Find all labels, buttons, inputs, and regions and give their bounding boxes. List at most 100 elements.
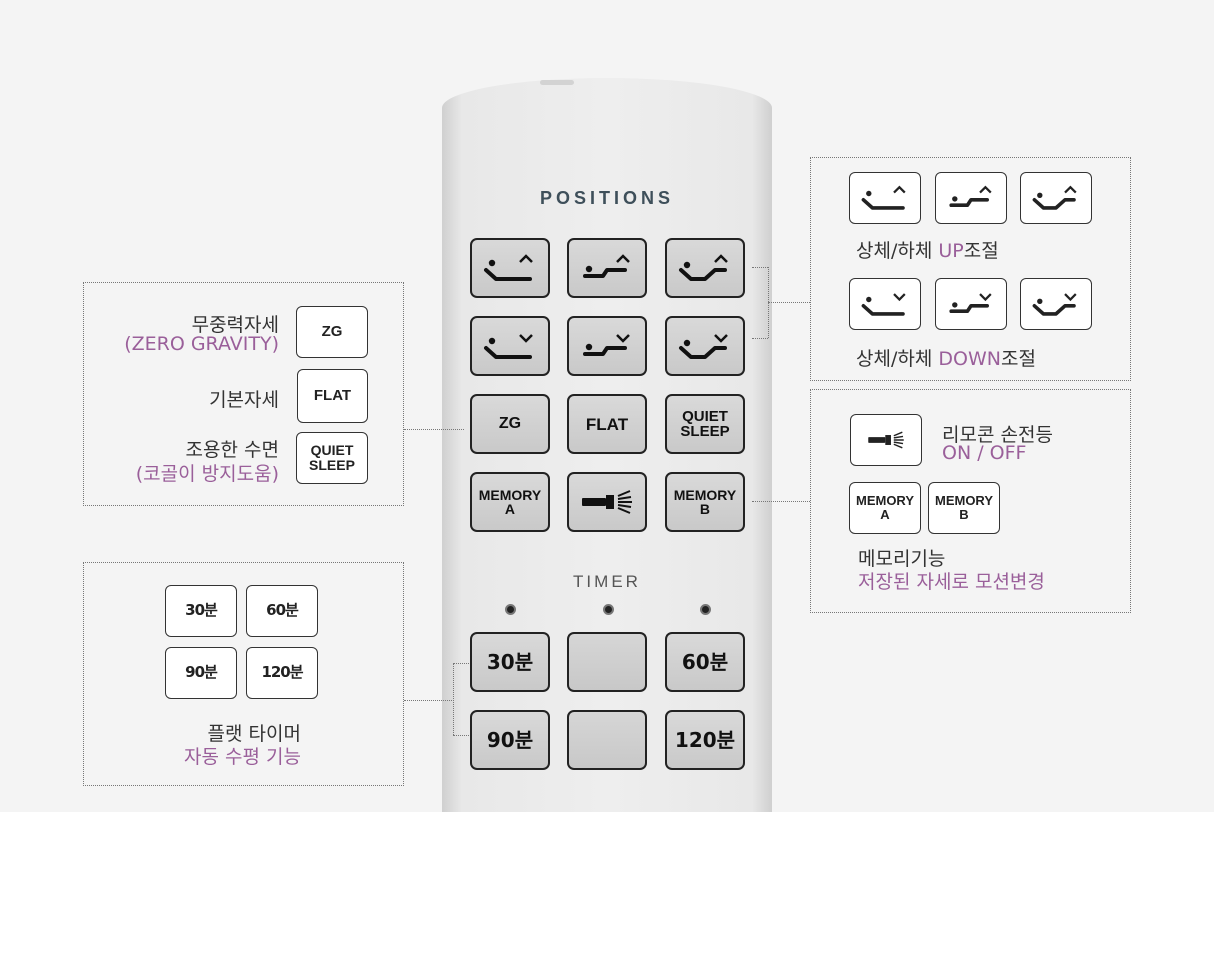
flashlight-title: 리모콘 손전등 (942, 424, 1053, 446)
timer-legend-subtitle: 자동 수평 기능 (184, 746, 301, 768)
memory-title: 메모리기능 (858, 548, 946, 570)
updown-connector-top (752, 267, 768, 268)
updown-connector-h (768, 302, 810, 303)
timer-60-label: 60분 (681, 650, 729, 674)
legend-feet-down-icon (949, 293, 992, 313)
remote-control: POSITIONS (442, 78, 772, 812)
blank-button-2[interactable] (567, 710, 647, 770)
timer-connector-top (453, 663, 469, 664)
timer-connector-bottom (453, 735, 469, 736)
legend-feet-down (935, 278, 1007, 330)
flat-legend-button: FLAT (297, 369, 368, 423)
legend-head-down-icon (861, 293, 906, 316)
all-up-icon (679, 254, 728, 281)
timer-label: TIMER (573, 572, 641, 591)
legend-all-up (1020, 172, 1092, 224)
zero-gravity-label: ZG (498, 415, 522, 432)
flashlight-button[interactable] (567, 472, 647, 532)
timer-connector-h (404, 700, 454, 701)
timer-60-button[interactable]: 60분 (665, 632, 745, 692)
legend-head-down (849, 278, 921, 330)
zero-gravity-subtitle: (ZERO GRAVITY) (124, 333, 279, 355)
flashlight-subtitle: ON / OFF (942, 442, 1027, 464)
flat-title: 기본자세 (209, 389, 279, 411)
timer-led-3 (700, 604, 711, 615)
legend-flashlight-icon (868, 431, 904, 449)
feet-up-icon (583, 254, 630, 278)
timer-legend-box: 30분 60분 90분 120분 플랫 타이머 자동 수평 기능 (83, 562, 404, 786)
flat-button[interactable]: FLAT (567, 394, 647, 454)
memory-connector (752, 501, 810, 502)
timer-120-button[interactable]: 120분 (665, 710, 745, 770)
head-down-icon (484, 334, 533, 359)
feet-down-icon (583, 334, 630, 356)
all-down-icon (679, 334, 728, 359)
flashlight-icon (582, 490, 632, 514)
timer-90-button[interactable]: 90분 (470, 710, 550, 770)
legend-all-down (1020, 278, 1092, 330)
head-down-button[interactable] (470, 316, 550, 376)
zg-legend-label: ZG (321, 323, 343, 341)
blank-button-1[interactable] (567, 632, 647, 692)
remote-notch (540, 80, 574, 85)
timer-legend-30: 30분 (165, 585, 237, 637)
timer-legend-60-label: 60분 (266, 601, 299, 620)
timer-30-button[interactable]: 30분 (470, 632, 550, 692)
legend-flashlight (850, 414, 922, 466)
up-caption: 상체/하체 UP조절 (856, 240, 999, 262)
quiet-sleep-subtitle: (코골이 방지도움) (135, 463, 279, 485)
position-connector (404, 429, 464, 430)
timer-legend-30-label: 30분 (185, 601, 218, 620)
positions-label: POSITIONS (539, 188, 674, 208)
flat-legend-label: FLAT (313, 387, 352, 405)
timer-legend-120-label: 120분 (261, 663, 303, 682)
timer-legend-90: 90분 (165, 647, 237, 699)
head-up-button[interactable] (470, 238, 550, 298)
flat-label: FLAT (585, 414, 629, 434)
feet-down-button[interactable] (567, 316, 647, 376)
down-caption: 상체/하체 DOWN조절 (856, 348, 1036, 370)
timer-120-label: 120분 (674, 728, 736, 752)
zero-gravity-button[interactable]: ZG (470, 394, 550, 454)
zg-legend-button: ZG (296, 306, 368, 358)
timer-90-label: 90분 (486, 728, 534, 752)
head-up-icon (484, 254, 533, 281)
legend-head-up-icon (861, 185, 906, 210)
all-down-button[interactable] (665, 316, 745, 376)
all-up-button[interactable] (665, 238, 745, 298)
timer-legend-60: 60분 (246, 585, 318, 637)
updown-connector-bottom (752, 338, 768, 339)
timer-connector-v (453, 663, 454, 735)
position-legend-box: 무중력자세 (ZERO GRAVITY) ZG 기본자세 FLAT 조용한 수면… (83, 282, 404, 506)
legend-head-up (849, 172, 921, 224)
legend-all-down-icon (1032, 293, 1077, 316)
zero-gravity-title: 무중력자세 (191, 314, 279, 336)
quiet-sleep-title: 조용한 수면 (185, 439, 279, 461)
up-down-legend-box: 상체/하체 UP조절 상체/하체 DOWN조절 (810, 157, 1131, 381)
feet-up-button[interactable] (567, 238, 647, 298)
memory-subtitle: 저장된 자세로 모션변경 (858, 571, 1045, 593)
timer-led-1 (505, 604, 516, 615)
timer-led-2 (603, 604, 614, 615)
timer-legend-120: 120분 (246, 647, 318, 699)
timer-legend-90-label: 90분 (185, 663, 218, 682)
timer-30-label: 30분 (486, 650, 534, 674)
legend-feet-up-icon (949, 185, 992, 207)
legend-feet-up (935, 172, 1007, 224)
legend-all-up-icon (1032, 185, 1077, 210)
timer-legend-title: 플랫 타이머 (207, 723, 301, 745)
